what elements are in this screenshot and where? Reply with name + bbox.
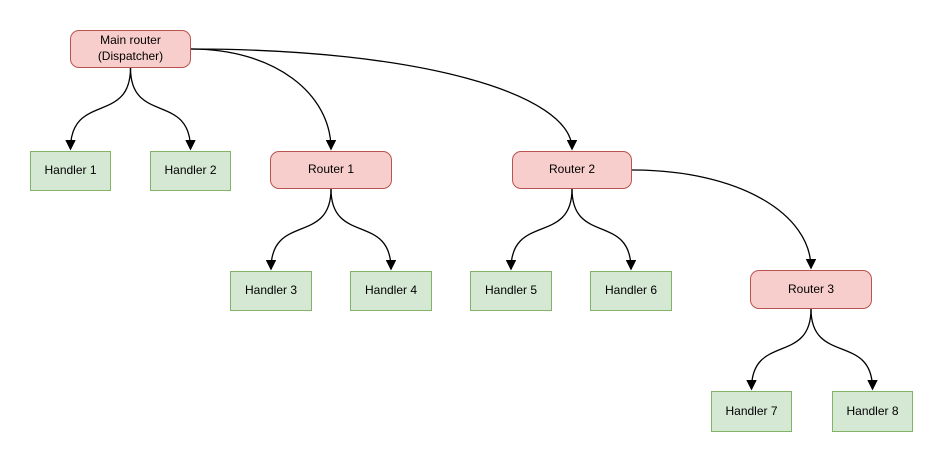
edge-router-2-to-router-3 [631, 169, 817, 270]
node-handler-1: Handler 1 [30, 151, 111, 191]
node-label: Router 2 [548, 162, 596, 177]
node-label: Handler 4 [364, 283, 418, 298]
node-router-3: Router 3 [750, 270, 872, 309]
edge-router-1-to-handler-3 [265, 188, 332, 271]
edge-main-router-to-handler-2 [129, 67, 196, 151]
node-label: Handler 5 [484, 283, 538, 298]
edge-group [65, 48, 878, 391]
edge-router-1-to-handler-4 [330, 188, 397, 271]
node-handler-4: Handler 4 [350, 271, 432, 311]
node-label: Handler 7 [725, 403, 778, 418]
node-label: Router 3 [787, 281, 835, 296]
edge-main-router-to-handler-1 [65, 67, 132, 151]
node-router-1: Router 1 [270, 151, 392, 189]
node-label: Handler 8 [846, 403, 899, 418]
edge-main-router-to-router-1 [190, 48, 337, 151]
edge-router-2-to-handler-5 [505, 188, 573, 271]
node-handler-7: Handler 7 [711, 391, 792, 432]
node-label: Handler 3 [244, 283, 298, 298]
node-label: Main router (Dispatcher) [97, 33, 164, 63]
node-label: Handler 1 [44, 163, 97, 178]
node-main-router: Main router (Dispatcher) [70, 30, 191, 68]
edge-main-router-to-router-2 [190, 48, 578, 151]
edge-router-2-to-handler-6 [571, 188, 637, 271]
node-label: Handler 2 [164, 163, 217, 178]
node-handler-5: Handler 5 [470, 271, 552, 311]
node-handler-8: Handler 8 [832, 391, 913, 432]
node-handler-3: Handler 3 [230, 271, 312, 311]
node-label: Router 1 [307, 162, 355, 177]
node-router-2: Router 2 [512, 151, 632, 189]
edge-router-3-to-handler-7 [746, 308, 812, 391]
node-handler-2: Handler 2 [150, 151, 231, 191]
node-label: Handler 6 [604, 283, 658, 298]
edge-router-3-to-handler-8 [810, 308, 878, 391]
node-handler-6: Handler 6 [590, 271, 672, 311]
